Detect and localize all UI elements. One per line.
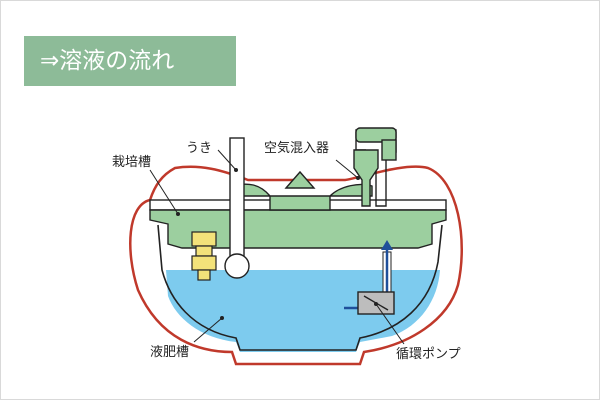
cover-knob: [284, 170, 316, 189]
label-nutrient-tank: 液肥槽: [150, 316, 224, 360]
label-float: うき: [186, 141, 238, 172]
label-nutrient-tank-text: 液肥槽: [150, 345, 189, 360]
holder-block: [191, 231, 217, 281]
nutrient-solution: [166, 270, 440, 352]
title-badge: ⇒溶液の流れ: [24, 36, 236, 86]
outer-tank-outline: [129, 165, 463, 366]
label-circulation-pump: 循環ポンプ: [374, 302, 461, 362]
cultivation-tray: [149, 209, 447, 249]
label-circulation-pump-text: 循環ポンプ: [396, 347, 461, 362]
label-aerator: 空気混入器: [264, 140, 360, 180]
label-cultivation-tank-text: 栽培槽: [112, 154, 151, 170]
label-aerator-text: 空気混入器: [264, 140, 329, 156]
aerator-device: [353, 127, 397, 207]
label-float-text: うき: [186, 141, 212, 156]
nutrient-tank-wall: [157, 224, 443, 351]
label-cultivation-tank: 栽培槽: [112, 154, 180, 216]
